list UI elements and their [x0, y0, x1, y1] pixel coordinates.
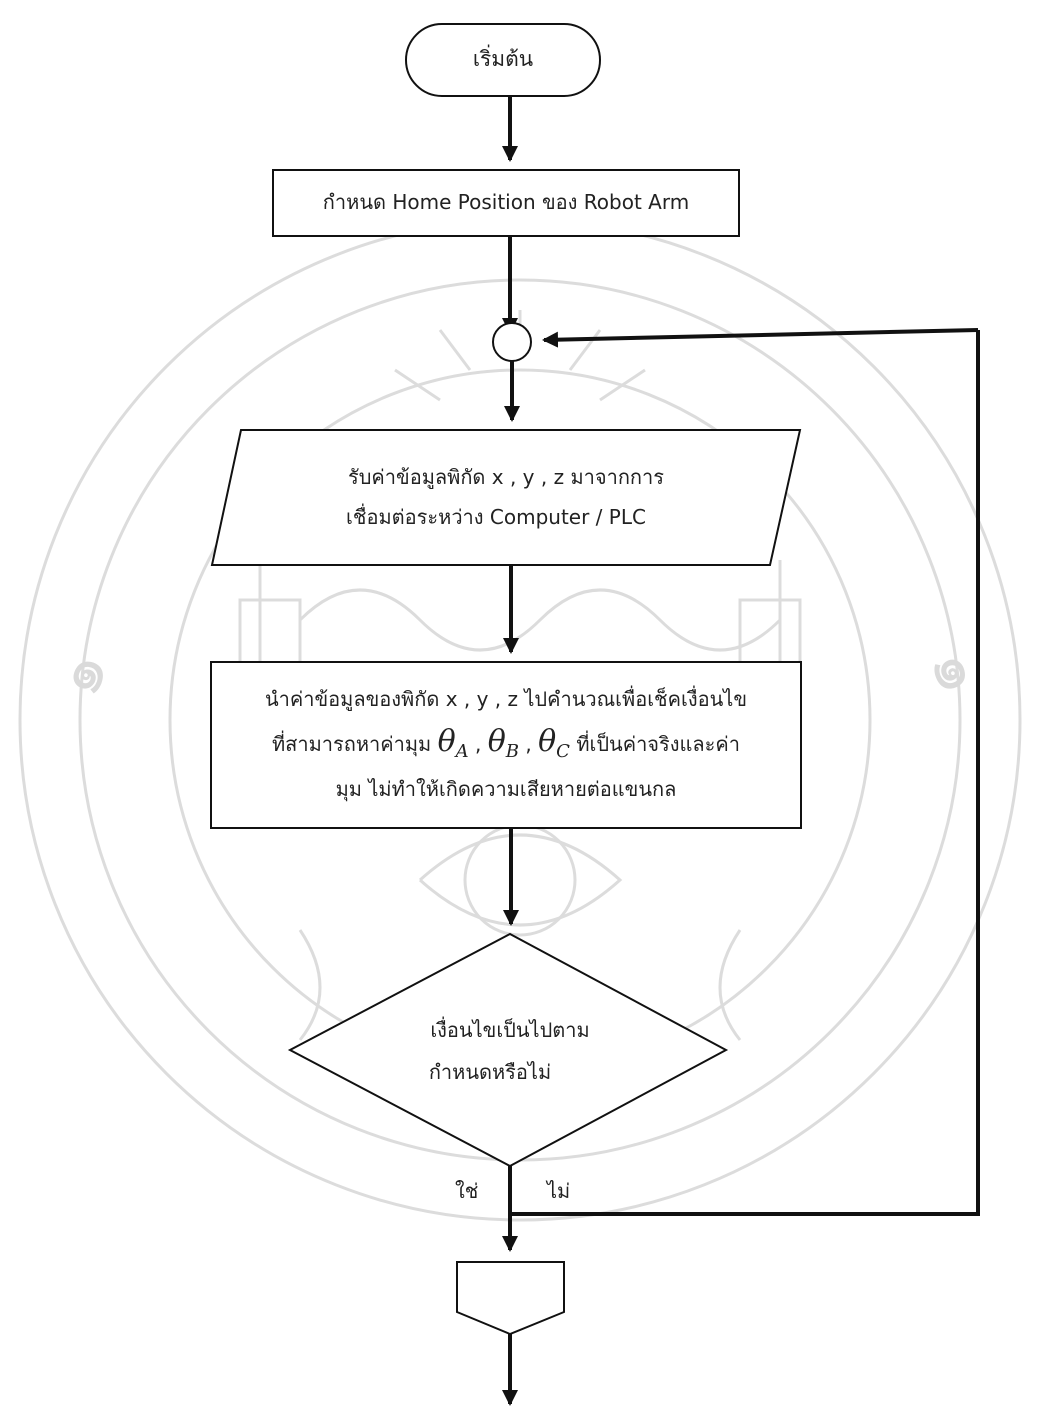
arrow-no-loop-into-connector	[542, 328, 979, 348]
no-label: ไม่	[547, 1179, 571, 1203]
input-parallelogram	[210, 429, 802, 566]
theta-c: θ	[538, 724, 557, 759]
process-label-line2: ที่สามารถหาค่ามุม θA , θB , θC ที่เป็นค่…	[211, 725, 801, 769]
home-position-box	[272, 169, 740, 237]
offpage-connector	[456, 1261, 565, 1336]
home-position-label: กำหนด Home Position ของ Robot Arm	[322, 190, 690, 214]
start-terminator	[405, 23, 601, 97]
process-label-line3: มุม ไม่ทำให้เกิดความเสียหายต่อแขนกล	[335, 777, 677, 801]
decision-label-line1: เงื่อนไขเป็นไปตาม	[430, 1018, 590, 1042]
process-label-line1: นำค่าข้อมูลของพิกัด x , y , z ไปคำนวณเพื…	[264, 687, 748, 711]
process-line2-prefix: ที่สามารถหาค่ามุม	[271, 732, 432, 756]
input-label-line2: เชื่อมต่อระหว่าง Computer / PLC	[346, 505, 646, 529]
input-label-line1: รับค่าข้อมูลพิกัด x , y , z มาจากการ	[347, 465, 665, 489]
theta-a: θ	[437, 724, 456, 759]
process-line2-suffix: ที่เป็นค่าจริงและค่า	[576, 732, 741, 756]
theta-separator-2: ,	[525, 732, 532, 756]
arrow-no-loop-back	[510, 330, 980, 1216]
theta-a-symbol: θA	[437, 724, 469, 763]
decision-label-line2: กำหนดหรือไม่	[428, 1060, 552, 1084]
decision-diamond	[287, 932, 729, 1168]
theta-b-symbol: θB	[487, 724, 520, 763]
calculation-process-box	[210, 661, 802, 829]
theta-separator-1: ,	[475, 732, 482, 756]
yes-label: ใช่	[455, 1179, 479, 1203]
start-label: เริ่มต้น	[472, 47, 534, 71]
theta-b: θ	[487, 724, 506, 759]
theta-b-subscript: B	[505, 741, 520, 762]
theta-c-symbol: θC	[538, 724, 570, 763]
theta-a-subscript: A	[455, 741, 469, 762]
theta-c-subscript: C	[556, 741, 570, 762]
loop-connector	[492, 322, 532, 362]
